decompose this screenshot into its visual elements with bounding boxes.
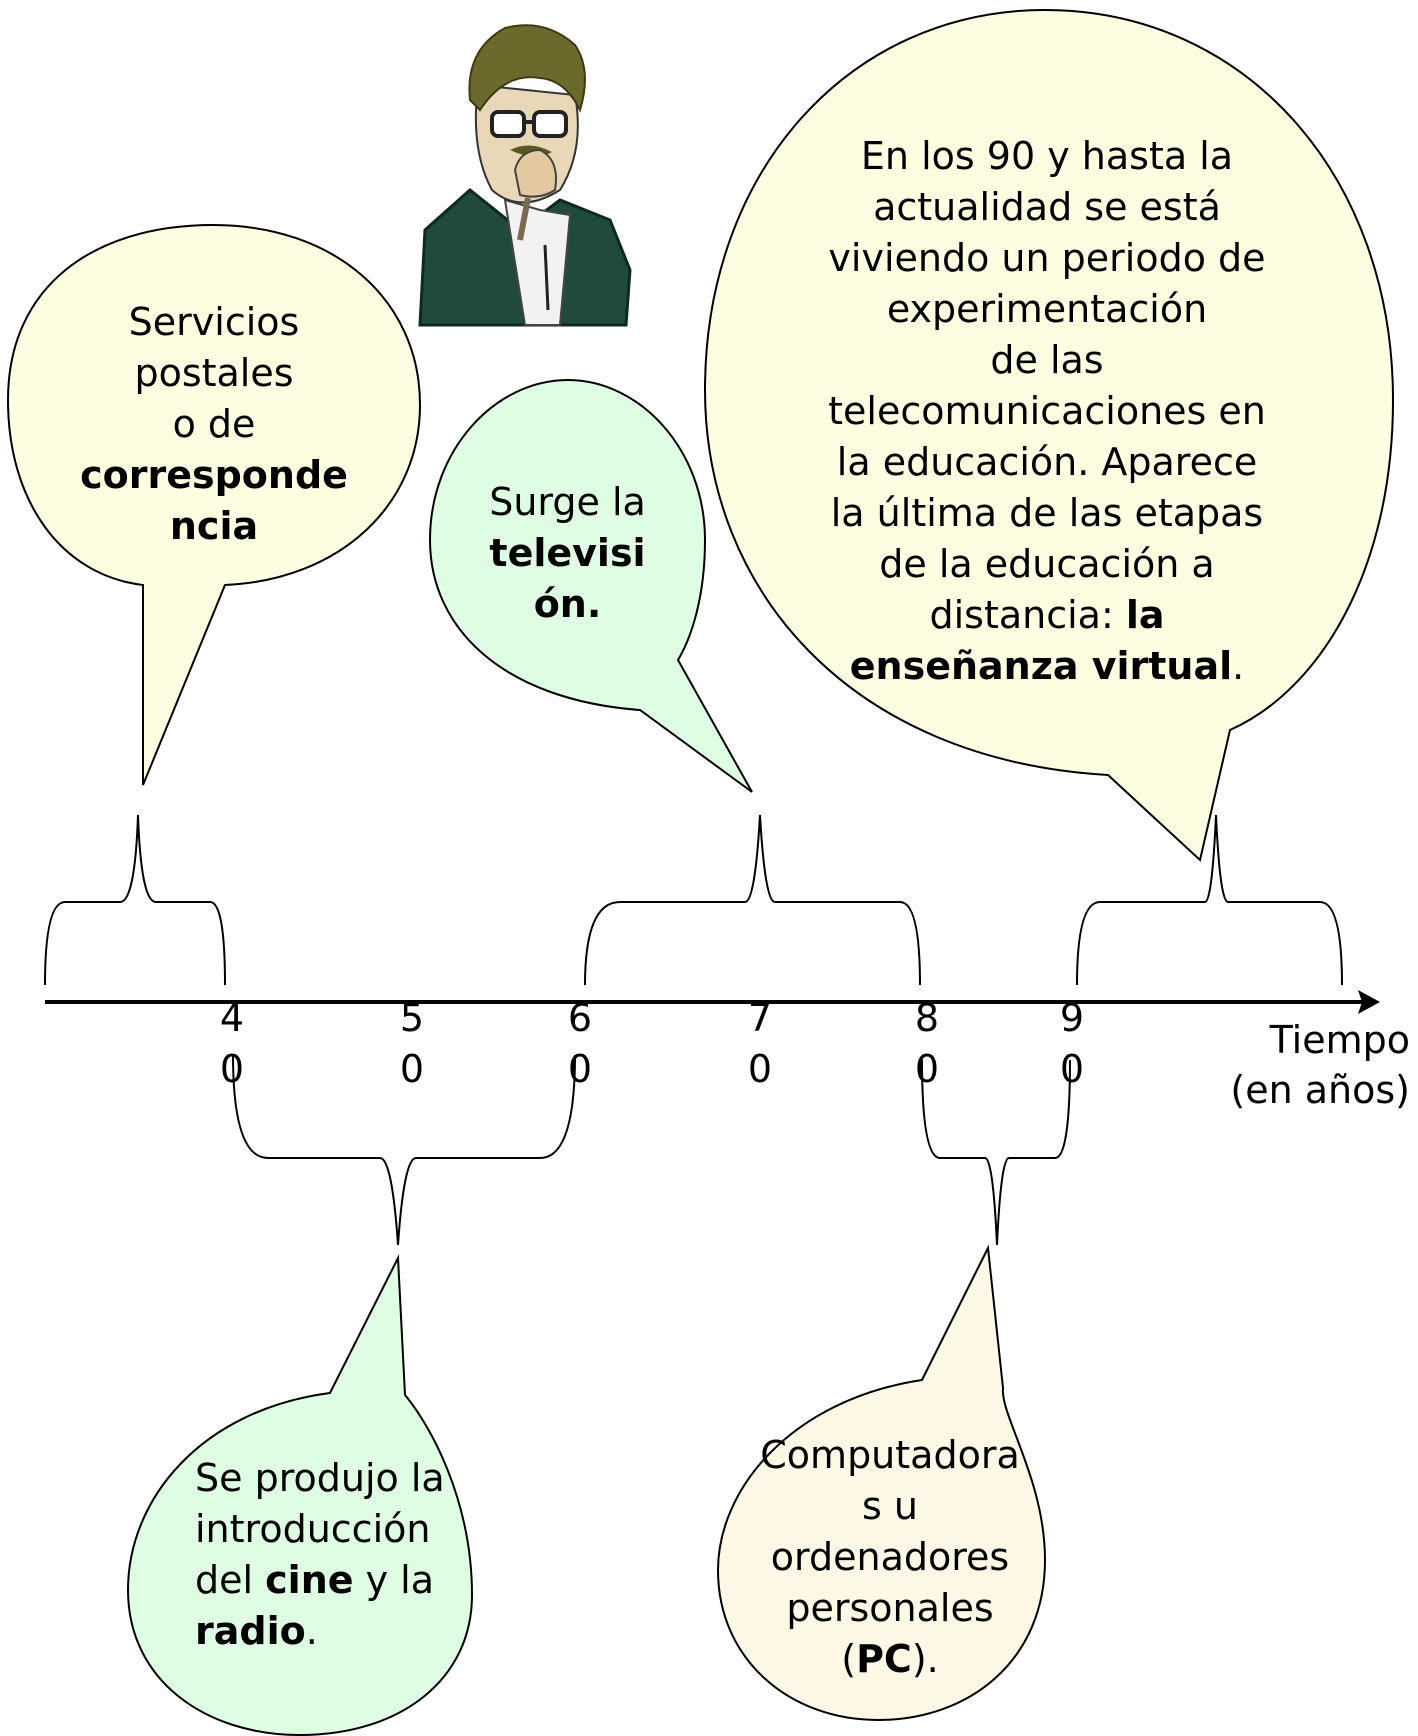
bubble-virtual-shape — [703, 8, 1395, 862]
bubble-tv-shape — [428, 378, 753, 793]
time-axis-arrowhead — [1358, 990, 1380, 1014]
brace-upper-2 — [584, 814, 921, 986]
tick-label-40: 4 0 — [212, 993, 252, 1095]
time-axis-label: Tiempo (en años) — [1210, 1015, 1410, 1115]
pc-line-2: s u — [862, 1484, 918, 1528]
pc-line-4: personales — [786, 1586, 994, 1630]
cine-line-4-suffix: . — [305, 1609, 318, 1653]
cine-line-3-prefix: del — [195, 1558, 266, 1602]
virtual-line-5: de las — [990, 338, 1104, 382]
radio-bold: radio — [195, 1609, 306, 1653]
tick-label-50: 5 0 — [392, 993, 432, 1095]
virtual-line-10-prefix: distancia: — [929, 593, 1126, 637]
postal-line-3: o de — [172, 402, 256, 446]
virtual-line-1: En los 90 y hasta la — [860, 134, 1234, 178]
bubble-postal-text: Servicios postales o de corresponde ncia — [74, 297, 354, 552]
virtual-line-11: enseñanza virtual. — [797, 641, 1297, 692]
pc-line-5-prefix: ( — [841, 1637, 857, 1681]
postal-bold-line-1: corresponde — [80, 453, 348, 497]
cine-bold: cine — [265, 1558, 354, 1602]
bubble-pc-shape — [716, 1244, 1047, 1722]
tick-80-top: 8 — [914, 996, 940, 1040]
bubble-virtual-text: En los 90 y hasta la actualidad se está … — [797, 131, 1297, 692]
axis-label-line-1: Tiempo — [1269, 1018, 1410, 1062]
tv-suffix: . — [586, 582, 602, 626]
postal-line-1: Servicios — [128, 300, 300, 344]
bubble-pc-text: Computadora s u ordenadores personales (… — [750, 1430, 1030, 1685]
tv-bold-line-2: ón — [533, 582, 587, 626]
brace-lower-2 — [921, 1059, 1071, 1246]
virtual-line-9: de la educación a — [879, 542, 1215, 586]
bubble-tv-text: Surge la televisi ón. — [460, 477, 675, 630]
tick-90-bottom: 0 — [1059, 1047, 1085, 1091]
postal-bold-line-2: ncia — [169, 504, 259, 548]
virtual-line-11-suffix: . — [1232, 644, 1245, 688]
tick-70-top: 7 — [747, 996, 773, 1040]
pc-line-5: (PC). — [750, 1634, 1030, 1685]
virtual-line-8: la última de las etapas — [830, 491, 1264, 535]
cine-line-4: radio. — [195, 1606, 465, 1657]
brace-upper-1 — [44, 814, 226, 986]
virtual-line-10: distancia: la — [797, 590, 1297, 641]
tv-line-3: ón. — [460, 579, 675, 630]
pc-line-1: Computadora — [760, 1433, 1020, 1477]
virtual-line-3: viviendo un periodo de — [828, 236, 1266, 280]
tick-label-80: 8 0 — [907, 993, 947, 1095]
brace-upper-3 — [1076, 814, 1343, 986]
bubble-postal-shape — [6, 223, 422, 786]
tick-60-bottom: 0 — [567, 1047, 593, 1091]
tick-90-top: 9 — [1059, 996, 1085, 1040]
tv-line-1: Surge la — [489, 480, 646, 524]
tick-40-bottom: 0 — [219, 1047, 245, 1091]
tick-80-bottom: 0 — [914, 1047, 940, 1091]
tick-label-70: 7 0 — [740, 993, 780, 1095]
tv-bold-line-1: televisi — [489, 531, 646, 575]
postal-line-2: postales — [134, 351, 294, 395]
pc-bold: PC — [856, 1637, 912, 1681]
cine-line-1: Se produjo la — [195, 1456, 445, 1500]
pc-line-3: ordenadores — [770, 1535, 1010, 1579]
virtual-line-2: actualidad se está — [873, 185, 1221, 229]
virtual-line-4: experimentación — [886, 287, 1208, 331]
virtual-line-6: telecomunicaciones en — [828, 389, 1266, 433]
tick-40-top: 4 — [219, 996, 245, 1040]
tick-50-top: 5 — [399, 996, 425, 1040]
tick-70-bottom: 0 — [747, 1047, 773, 1091]
brace-lower-1 — [232, 1054, 576, 1246]
bubble-cine-text: Se produjo la introducción del cine y la… — [195, 1453, 465, 1657]
cine-line-2: introducción — [195, 1507, 431, 1551]
virtual-line-11-bold: enseñanza virtual — [849, 644, 1233, 688]
cine-line-3-suffix: y la — [353, 1558, 435, 1602]
tick-50-bottom: 0 — [399, 1047, 425, 1091]
cine-line-3: del cine y la — [195, 1555, 465, 1606]
tick-60-top: 6 — [567, 996, 593, 1040]
virtual-line-7: la educación. Aparece — [836, 440, 1258, 484]
bubble-cine-shape — [126, 1254, 474, 1736]
axis-label-line-2: (en años) — [1230, 1068, 1410, 1112]
tick-label-60: 6 0 — [560, 993, 600, 1095]
virtual-line-10-bold: la — [1125, 593, 1165, 637]
thinking-man-illustration — [418, 20, 632, 327]
pc-line-5-suffix: ). — [911, 1637, 939, 1681]
tick-label-90: 9 0 — [1052, 993, 1092, 1095]
